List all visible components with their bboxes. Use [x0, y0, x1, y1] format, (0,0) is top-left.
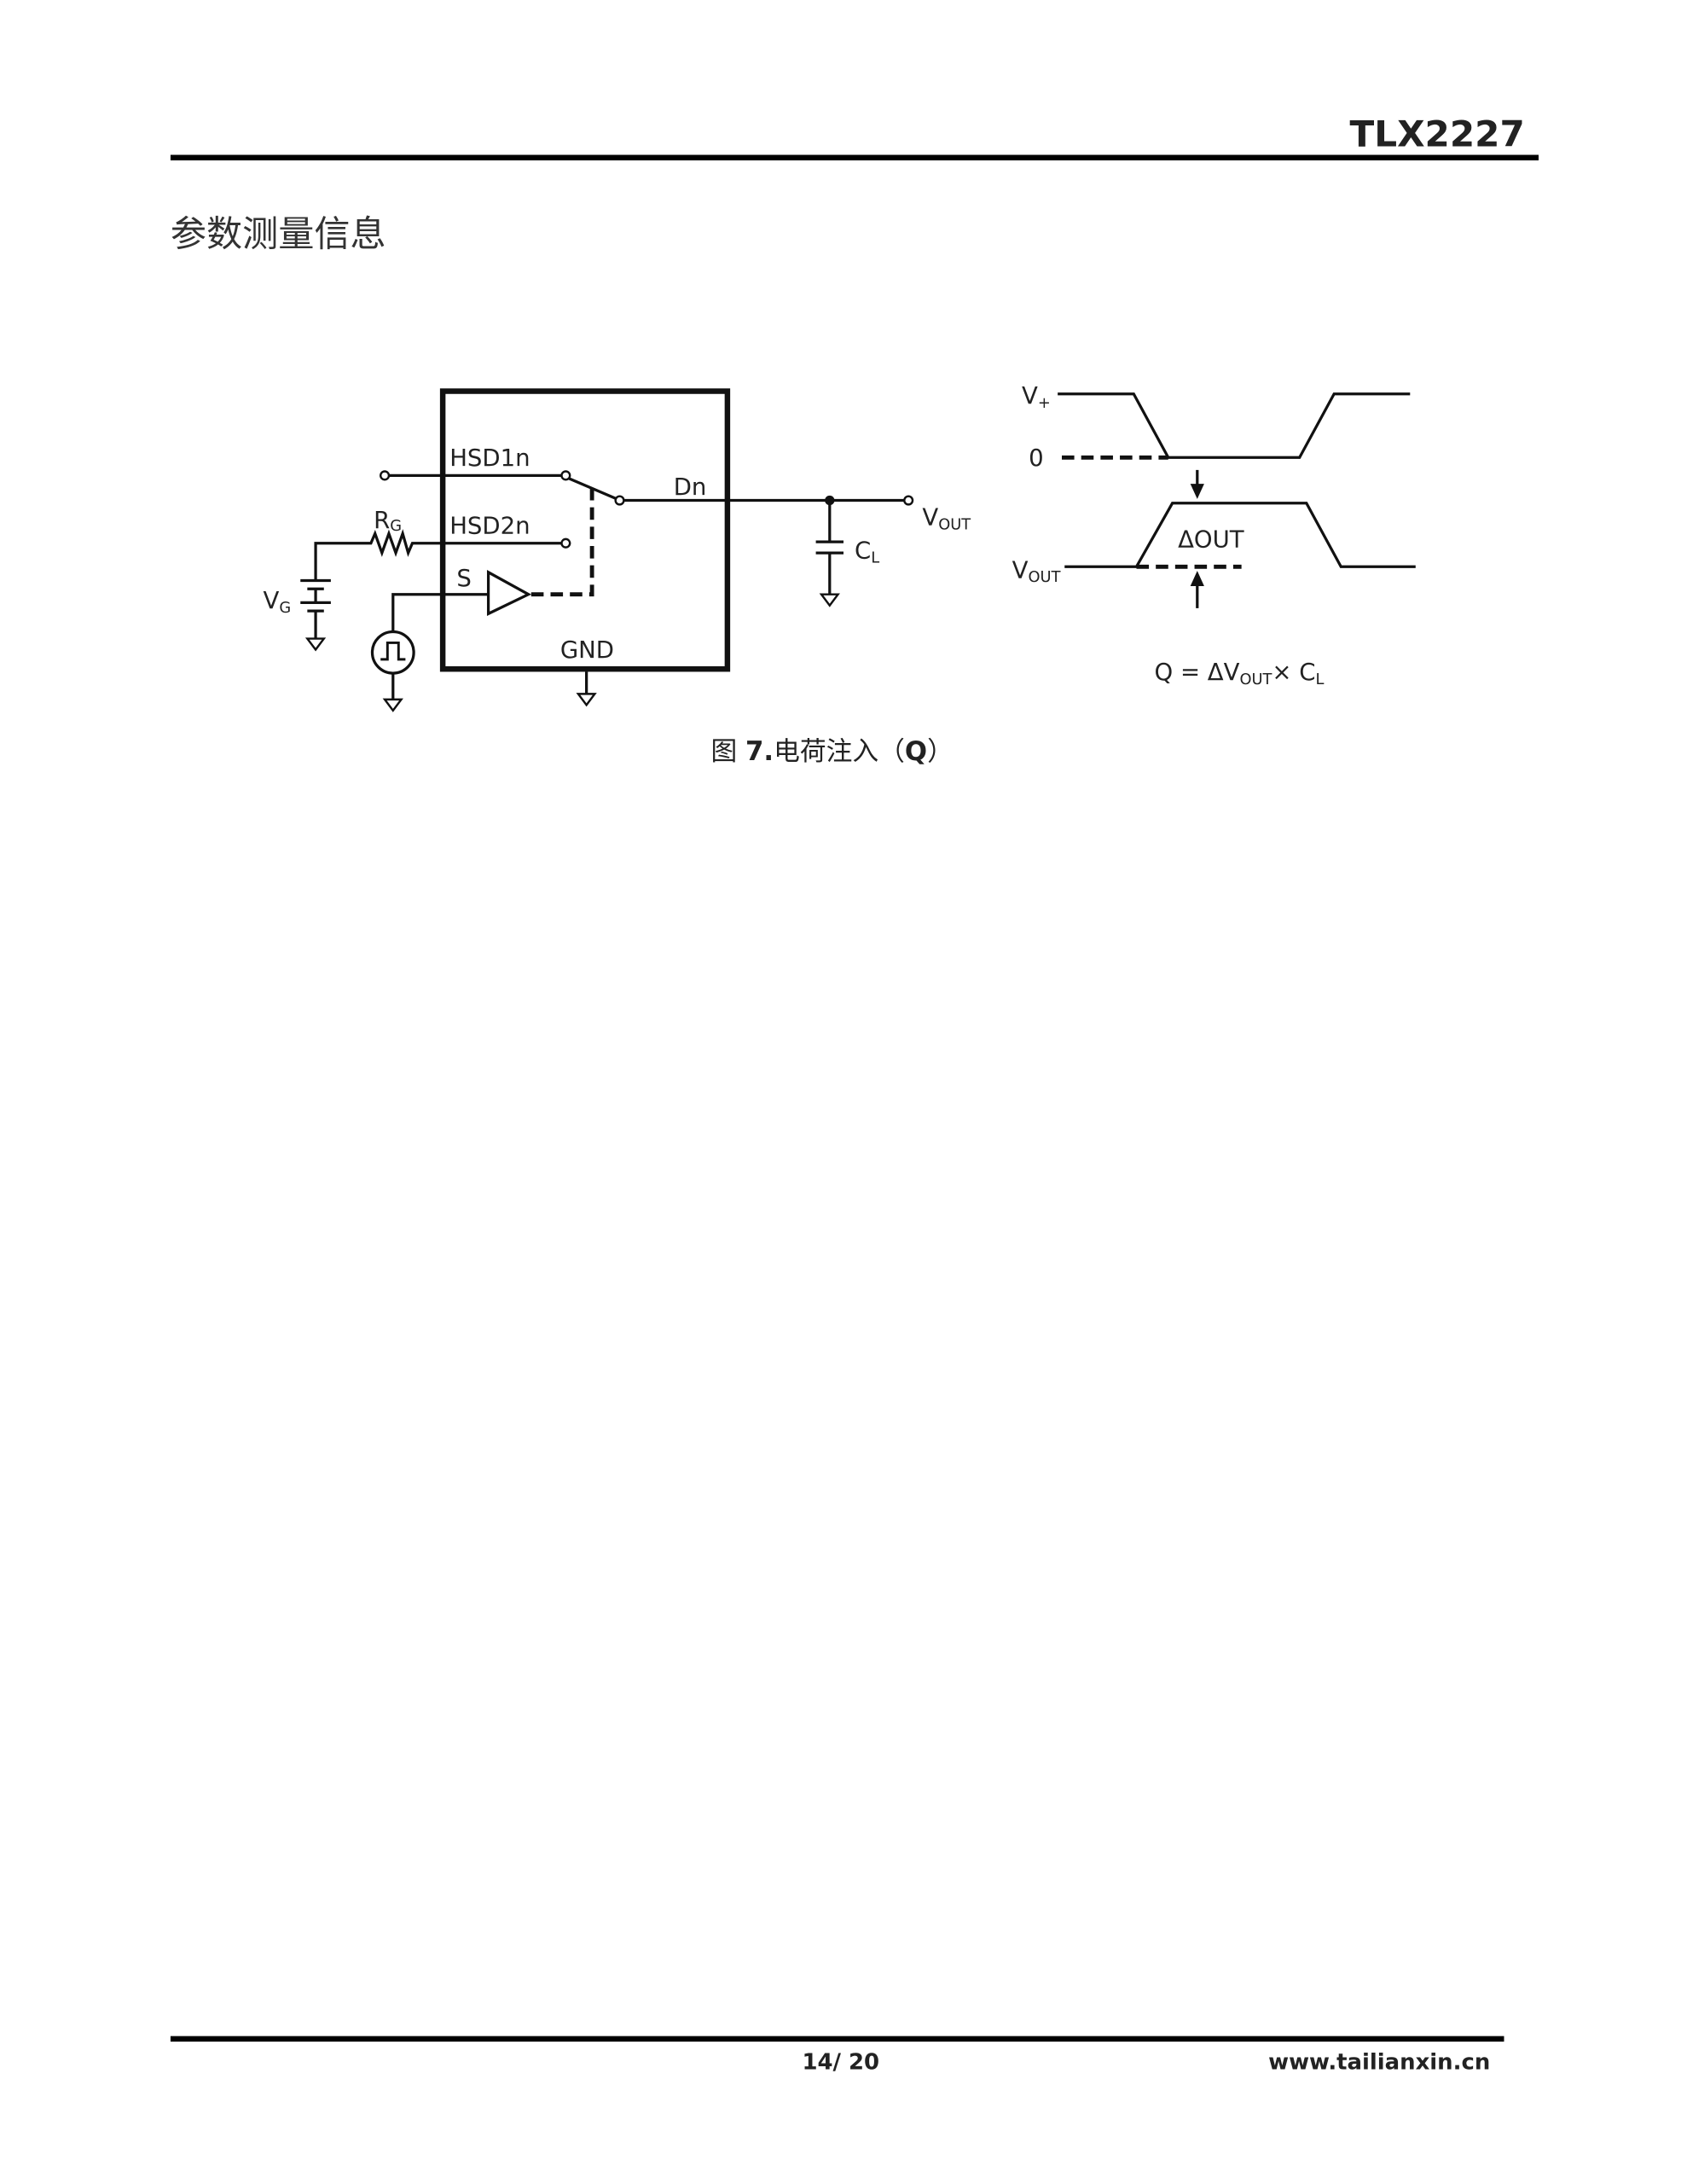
section-title: 参数测量信息: [171, 212, 386, 254]
website-link: www.tailianxin.cn: [1268, 2050, 1490, 2076]
ic-box: [439, 388, 731, 672]
ground-icon: [576, 693, 597, 707]
terminal-hsd1: [380, 470, 391, 481]
capacitor-cl-icon: [815, 500, 844, 607]
terminal-vout: [903, 495, 914, 506]
output-waveform: [1064, 502, 1416, 568]
battery-vg-icon: [300, 578, 331, 652]
delta-out-label: ΔOUT: [1178, 526, 1244, 554]
vout-label: VOUT: [922, 504, 971, 534]
control-waveform: [1058, 392, 1411, 459]
charge-injection-circuit: HSD1n Dn VOUT RG HSD2n VG S GN: [263, 388, 971, 712]
product-name: TLX2227: [1350, 113, 1525, 155]
pin-s-label: S: [456, 565, 471, 592]
vg-label: VG: [263, 587, 291, 617]
charge-formula: Q = ΔVOUT× CL: [1155, 659, 1325, 688]
charge-injection-waveform: V+ 0 VOUT ΔOUT Q = ΔVOUT× CL: [1012, 382, 1416, 688]
resistor-rg: [314, 529, 562, 581]
junction-dot: [825, 495, 835, 506]
rg-label: RG: [374, 507, 402, 535]
pin-dn-label: Dn: [674, 473, 707, 501]
arrow-up-icon: [1190, 571, 1204, 586]
pin-hsd1-label: HSD1n: [449, 444, 530, 472]
control-link: [530, 486, 594, 597]
vplus-label: V+: [1022, 382, 1051, 412]
driver-buffer-icon: [486, 570, 532, 616]
pin-hsd2-label: HSD2n: [449, 512, 530, 539]
figure-caption: 图 7.电荷注入（Q）: [710, 736, 953, 767]
arrow-down-icon: [1190, 484, 1204, 499]
zero-label: 0: [1029, 444, 1044, 472]
page-number: 14/ 20: [802, 2050, 879, 2076]
pulse-source-icon: [370, 630, 415, 712]
vout-level-label: VOUT: [1012, 556, 1061, 586]
pin-gnd-label: GND: [560, 636, 614, 664]
cl-label: CL: [855, 537, 879, 567]
